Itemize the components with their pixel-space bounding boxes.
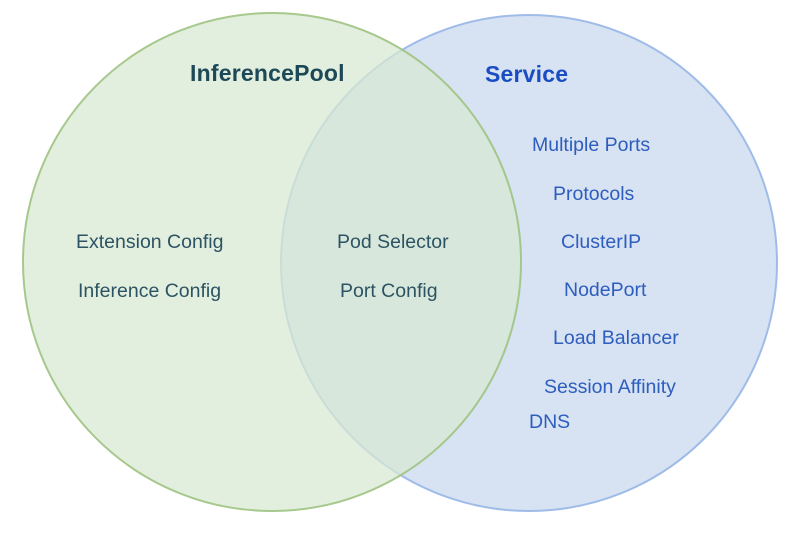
inferencepool-circle: [22, 12, 522, 512]
right-item-load-balancer: Load Balancer: [553, 327, 679, 349]
service-title: Service: [485, 61, 569, 87]
intersection-item-port-config: Port Config: [340, 280, 438, 302]
right-item-protocols: Protocols: [553, 183, 635, 205]
inferencepool-title: InferencePool: [190, 60, 345, 86]
left-item-inference-config: Inference Config: [78, 280, 222, 302]
right-item-dns: DNS: [529, 411, 571, 433]
right-item-session-affinity: Session Affinity: [544, 376, 676, 398]
intersection-item-pod-selector: Pod Selector: [337, 231, 449, 253]
right-item-nodeport: NodePort: [564, 279, 647, 301]
right-item-multiple-ports: Multiple Ports: [532, 134, 651, 156]
right-item-clusterip: ClusterIP: [561, 231, 642, 253]
left-item-extension-config: Extension Config: [76, 231, 224, 253]
